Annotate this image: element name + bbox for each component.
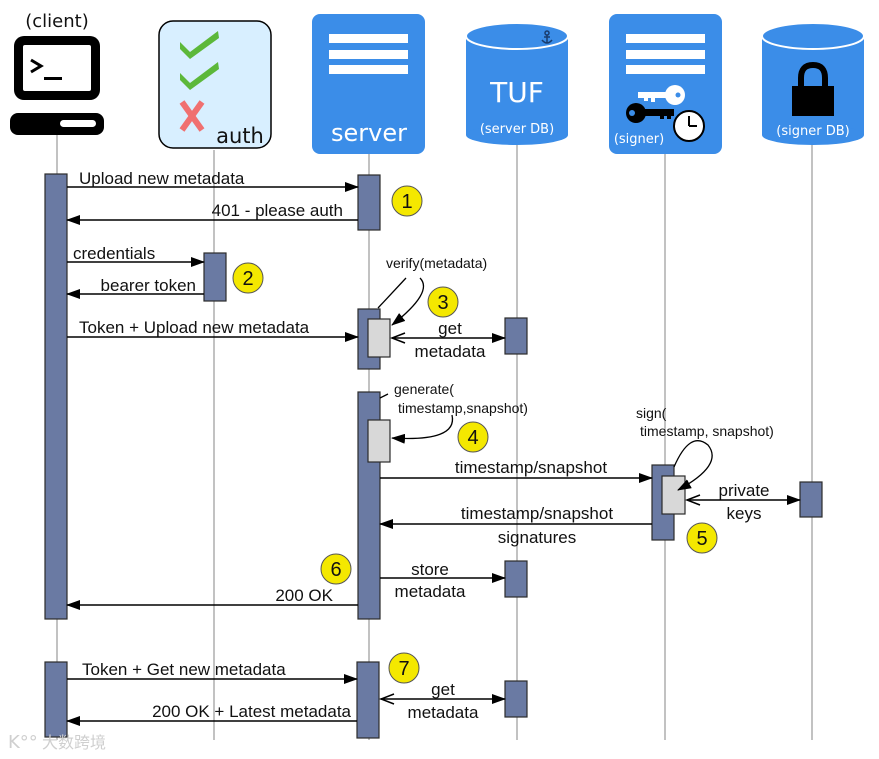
watermark-logo-icon: K°° (8, 732, 38, 753)
self-call-sign-curve (673, 440, 713, 491)
self-call-verify-curve (391, 277, 425, 326)
label-signatures-2: signatures (498, 528, 576, 547)
participant-signer-db: (signer DB) (761, 22, 865, 145)
server-icon (329, 34, 408, 74)
label-get-metadata-2b: metadata (408, 703, 479, 722)
label-get-metadata-1b: metadata (415, 342, 486, 361)
svg-text:4: 4 (467, 427, 478, 449)
cross-icon (179, 100, 205, 132)
svg-text:3: 3 (437, 292, 448, 314)
server-db-label: (server DB) (480, 122, 554, 137)
check-icon (180, 62, 219, 90)
white-key-icon (638, 85, 685, 105)
messages (66, 182, 801, 726)
step-badge-5: 5 (686, 522, 718, 554)
self-activation-verify (367, 318, 391, 358)
activation-server-4 (356, 661, 380, 739)
self-activations (367, 318, 686, 515)
participant-client: (client) (10, 11, 104, 135)
svg-text:6: 6 (330, 559, 341, 581)
self-activation-sign (661, 475, 686, 515)
client-label: (client) (25, 11, 88, 32)
activation-server-db-1 (504, 317, 528, 355)
message-labels: Upload new metadata 401 - please auth cr… (73, 169, 770, 722)
activation-client-2 (44, 661, 68, 738)
participant-auth: auth (158, 20, 272, 149)
server-db-title: TUF (489, 76, 544, 109)
black-key-icon (626, 103, 674, 123)
auth-label: auth (216, 124, 264, 148)
label-signatures-1: timestamp/snapshot (461, 504, 613, 523)
step-badge-7: 7 (388, 652, 420, 684)
step-badge-2: 2 (232, 262, 264, 294)
check-icon (180, 31, 219, 59)
label-get-metadata-2a: get (431, 680, 455, 699)
activation-server-db-3 (504, 680, 528, 718)
label-timestamp-snapshot: timestamp/snapshot (455, 458, 607, 477)
label-200-ok-latest: 200 OK + Latest metadata (152, 702, 351, 721)
label-token-upload: Token + Upload new metadata (79, 318, 310, 337)
label-bearer-token: bearer token (101, 276, 196, 295)
checklist-icon (179, 31, 219, 132)
step-badge-6: 6 (320, 553, 352, 585)
activation-server-1 (357, 174, 381, 231)
label-sign-2: timestamp, snapshot) (640, 423, 774, 439)
watermark: K°° 大数跨境 (8, 732, 106, 753)
activation-client-1 (44, 173, 68, 620)
participant-server-db: TUF (server DB) (465, 22, 569, 145)
participant-server: server (312, 14, 425, 154)
label-store-metadata: metadata (395, 582, 466, 601)
label-token-get: Token + Get new metadata (82, 660, 286, 679)
self-activation-generate (367, 419, 391, 463)
label-401: 401 - please auth (212, 201, 343, 220)
anchor-icon (541, 30, 553, 44)
self-call-generate-curve (391, 414, 454, 444)
label-sign-1: sign( (636, 405, 667, 421)
watermark-text: 大数跨境 (42, 733, 106, 752)
svg-text:7: 7 (398, 658, 409, 680)
signer-db-label: (signer DB) (776, 124, 849, 139)
step-badges: 1 2 3 4 5 6 7 (232, 185, 718, 684)
label-verify: verify(metadata) (386, 255, 487, 271)
label-credentials: credentials (73, 244, 155, 263)
label-keys: keys (727, 504, 762, 523)
svg-text:5: 5 (696, 528, 707, 550)
svg-text:2: 2 (242, 268, 253, 290)
padlock-icon (792, 61, 834, 116)
activation-signer-db-1 (799, 481, 823, 518)
label-store: store (411, 560, 449, 579)
arrow-private-keys-back (684, 494, 701, 506)
database-anchor-icon (465, 22, 569, 145)
database-lock-icon (761, 22, 865, 145)
server-label: server (331, 119, 407, 147)
activation-server-db-2 (504, 560, 528, 598)
label-200-ok: 200 OK (275, 586, 333, 605)
arrow-get-metadata-2-back (378, 693, 395, 705)
self-calls (377, 277, 713, 491)
label-upload-new-metadata: Upload new metadata (79, 169, 245, 188)
arrow-get-metadata-1-back (389, 332, 406, 344)
terminal-computer-icon (10, 36, 104, 135)
label-generate-2: timestamp,snapshot) (398, 400, 528, 416)
self-call-generate-tick (379, 393, 389, 399)
label-generate-1: generate( (394, 381, 454, 397)
step-badge-3: 3 (427, 286, 459, 318)
server-keys-clock-icon (626, 34, 705, 142)
clock-icon (673, 110, 705, 142)
label-get-metadata-1a: get (438, 319, 462, 338)
self-call-verify-line (377, 277, 407, 309)
svg-text:1: 1 (401, 191, 412, 213)
signer-label: (signer) (614, 132, 664, 147)
server-box (312, 14, 425, 154)
self-call-labels: verify(metadata) generate( timestamp,sna… (386, 255, 774, 439)
participant-signer: (signer) (609, 14, 722, 154)
activation-auth-1 (203, 252, 227, 302)
step-badge-4: 4 (457, 421, 489, 453)
label-private: private (718, 481, 769, 500)
step-badge-1: 1 (391, 185, 423, 217)
